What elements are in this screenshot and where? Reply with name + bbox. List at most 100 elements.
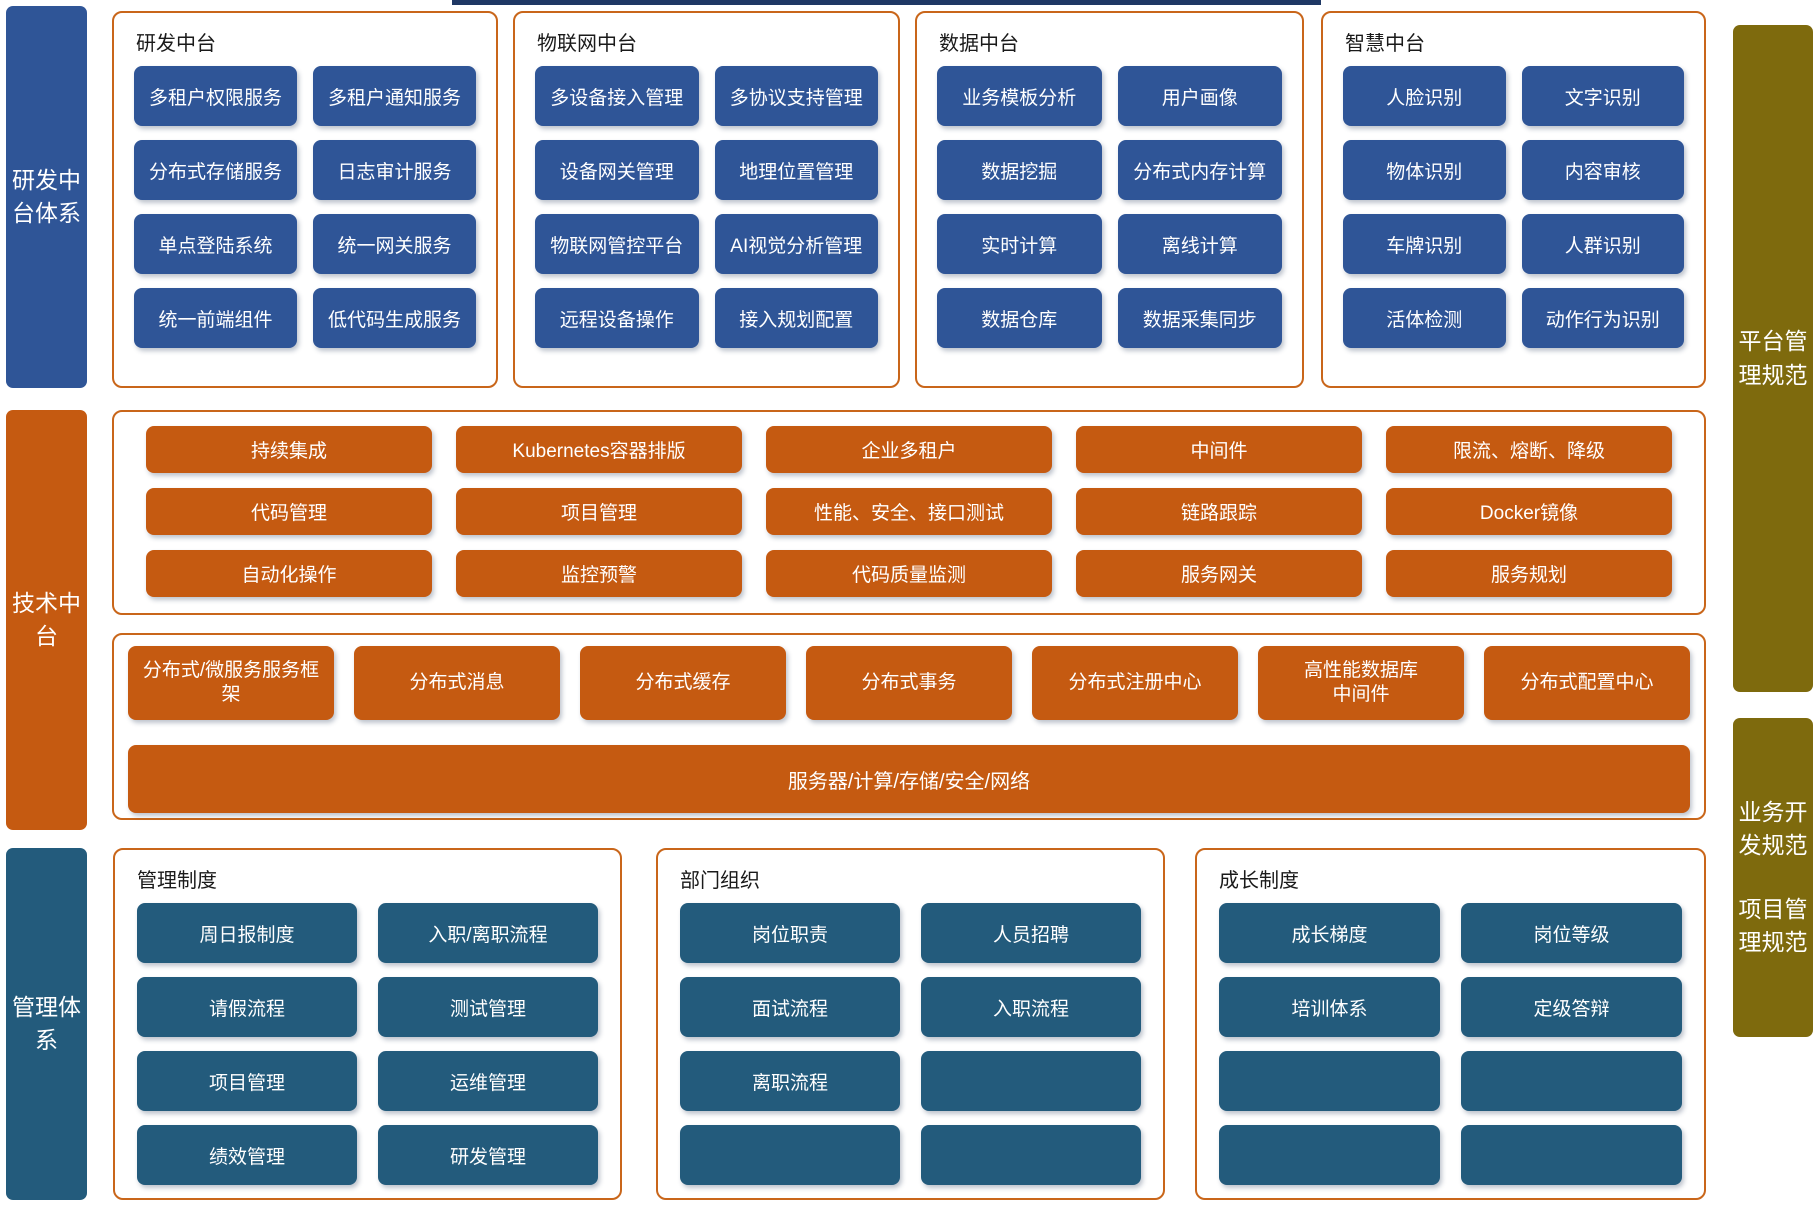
diagram-node: 定级答辩: [1461, 977, 1682, 1037]
panel-title: 智慧中台: [1345, 33, 1425, 55]
diagram-node: 接入规划配置: [714, 288, 878, 348]
panel-button-grid: 持续集成 Kubernetes容器排版 企业多租户 中间件 限流、熔断、降级 代…: [146, 426, 1672, 597]
diagram-node: 动作行为识别: [1521, 288, 1684, 348]
diagram-node: 服务规划: [1386, 550, 1672, 597]
panel-rnd-middle-platform: 研发中台 多租户权限服务 多租户通知服务 分布式存储服务 日志审计服务 单点登陆…: [112, 11, 498, 388]
top-edge-strip: [452, 0, 1321, 5]
infra-base-bar: 服务器/计算/存储/安全/网络: [128, 745, 1690, 813]
diagram-node: 分布式缓存: [580, 646, 786, 720]
diagram-node: 代码管理: [146, 488, 432, 535]
diagram-node: 多租户权限服务: [134, 66, 297, 126]
panel-data-middle-platform: 数据中台 业务模板分析 用户画像 数据挖掘 分布式内存计算 实时计算 离线计算 …: [915, 11, 1304, 388]
diagram-node: 监控预警: [456, 550, 742, 597]
diagram-node: 内容审核: [1521, 140, 1684, 200]
diagram-node: 活体检测: [1343, 288, 1506, 348]
diagram-node: 分布式存储服务: [134, 140, 297, 200]
diagram-node: 面试流程: [680, 977, 900, 1037]
panel-button-grid: 岗位职责 人员招聘 面试流程 入职流程 离职流程: [680, 903, 1141, 1185]
diagram-node: 多租户通知服务: [313, 66, 476, 126]
rail-label: 技术中台: [12, 589, 81, 649]
diagram-node: 设备网关管理: [535, 140, 699, 200]
diagram-node-empty: [1219, 1051, 1440, 1111]
diagram-node: 文字识别: [1521, 66, 1684, 126]
panel-title: 数据中台: [939, 33, 1019, 55]
diagram-node: 统一前端组件: [134, 288, 297, 348]
diagram-node: 入职流程: [921, 977, 1141, 1037]
diagram-node: 人群识别: [1521, 214, 1684, 274]
diagram-node: 培训体系: [1219, 977, 1440, 1037]
diagram-node: 企业多租户: [766, 426, 1052, 473]
diagram-node: 分布式内存计算: [1117, 140, 1282, 200]
diagram-node: 成长梯度: [1219, 903, 1440, 963]
diagram-node: 离职流程: [680, 1051, 900, 1111]
diagram-node-empty: [1461, 1051, 1682, 1111]
panel-title: 管理制度: [137, 870, 217, 892]
panel-button-grid: 成长梯度 岗位等级 培训体系 定级答辩: [1219, 903, 1682, 1185]
diagram-node: 车牌识别: [1343, 214, 1506, 274]
diagram-node-empty: [1461, 1125, 1682, 1185]
diagram-node: 自动化操作: [146, 550, 432, 597]
diagram-node: 分布式事务: [806, 646, 1012, 720]
diagram-node: Docker镜像: [1386, 488, 1672, 535]
diagram-node: 入职/离职流程: [378, 903, 598, 963]
diagram-node: 业务模板分析: [937, 66, 1102, 126]
diagram-node: 高性能数据库 中间件: [1258, 646, 1464, 720]
diagram-node: 运维管理: [378, 1051, 598, 1111]
diagram-node: 请假流程: [137, 977, 357, 1037]
diagram-node: 代码质量监测: [766, 550, 1052, 597]
diagram-node: 研发管理: [378, 1125, 598, 1185]
rail-label: 业务开发规范: [1738, 798, 1808, 859]
diagram-node: 测试管理: [378, 977, 598, 1037]
panel-tech-infrastructure: 分布式/微服务服务框 架 分布式消息 分布式缓存 分布式事务 分布式注册中心 高…: [112, 633, 1706, 820]
diagram-node-empty: [921, 1051, 1141, 1111]
diagram-node: 项目管理: [137, 1051, 357, 1111]
diagram-node: 绩效管理: [137, 1125, 357, 1185]
diagram-node: 远程设备操作: [535, 288, 699, 348]
diagram-node-empty: [1219, 1125, 1440, 1185]
panel-department-organization: 部门组织 岗位职责 人员招聘 面试流程 入职流程 离职流程: [656, 848, 1165, 1200]
rail-label: 管理体系: [12, 993, 81, 1053]
panel-button-grid: 业务模板分析 用户画像 数据挖掘 分布式内存计算 实时计算 离线计算 数据仓库 …: [937, 66, 1282, 348]
diagram-node: 分布式消息: [354, 646, 560, 720]
rail-label: 研发中台体系: [12, 166, 81, 226]
rail-management-system: 管理体系: [6, 848, 87, 1200]
diagram-node: 链路跟踪: [1076, 488, 1362, 535]
diagram-node: 地理位置管理: [714, 140, 878, 200]
diagram-node: 多协议支持管理: [714, 66, 878, 126]
panel-button-grid: 分布式/微服务服务框 架 分布式消息 分布式缓存 分布式事务 分布式注册中心 高…: [128, 646, 1690, 720]
diagram-node: 日志审计服务: [313, 140, 476, 200]
rail-business-dev-and-project-spec: 业务开发规范 项目管理规范: [1733, 718, 1813, 1037]
rail-label: 项目管理规范: [1738, 895, 1808, 955]
diagram-node: 服务网关: [1076, 550, 1362, 597]
panel-growth-rules: 成长制度 成长梯度 岗位等级 培训体系 定级答辩: [1195, 848, 1706, 1200]
panel-button-grid: 多租户权限服务 多租户通知服务 分布式存储服务 日志审计服务 单点登陆系统 统一…: [134, 66, 476, 348]
diagram-node-empty: [921, 1125, 1141, 1185]
panel-tech-tools: 持续集成 Kubernetes容器排版 企业多租户 中间件 限流、熔断、降级 代…: [112, 410, 1706, 615]
diagram-node: 单点登陆系统: [134, 214, 297, 274]
rail-label: 平台管理规范: [1738, 328, 1808, 388]
diagram-node: 人脸识别: [1343, 66, 1506, 126]
diagram-node: 周日报制度: [137, 903, 357, 963]
diagram-node: 岗位职责: [680, 903, 900, 963]
panel-title: 成长制度: [1219, 870, 1299, 892]
diagram-node: 分布式/微服务服务框 架: [128, 646, 334, 720]
diagram-node: 统一网关服务: [313, 214, 476, 274]
diagram-node-empty: [680, 1125, 900, 1185]
panel-management-rules: 管理制度 周日报制度 入职/离职流程 请假流程 测试管理 项目管理 运维管理 绩…: [113, 848, 622, 1200]
diagram-node: 项目管理: [456, 488, 742, 535]
diagram-node: AI视觉分析管理: [714, 214, 878, 274]
diagram-node: 人员招聘: [921, 903, 1141, 963]
diagram-node: 中间件: [1076, 426, 1362, 473]
diagram-node: 离线计算: [1117, 214, 1282, 274]
diagram-node: 限流、熔断、降级: [1386, 426, 1672, 473]
panel-iot-middle-platform: 物联网中台 多设备接入管理 多协议支持管理 设备网关管理 地理位置管理 物联网管…: [513, 11, 900, 388]
panel-title: 研发中台: [136, 33, 216, 55]
diagram-node: 岗位等级: [1461, 903, 1682, 963]
diagram-node: 实时计算: [937, 214, 1102, 274]
rail-platform-management-spec: 平台管理规范: [1733, 25, 1813, 692]
diagram-node: Kubernetes容器排版: [456, 426, 742, 473]
panel-title: 部门组织: [680, 870, 760, 892]
diagram-node: 物体识别: [1343, 140, 1506, 200]
rail-rnd-middle-platform-system: 研发中台体系: [6, 6, 87, 388]
